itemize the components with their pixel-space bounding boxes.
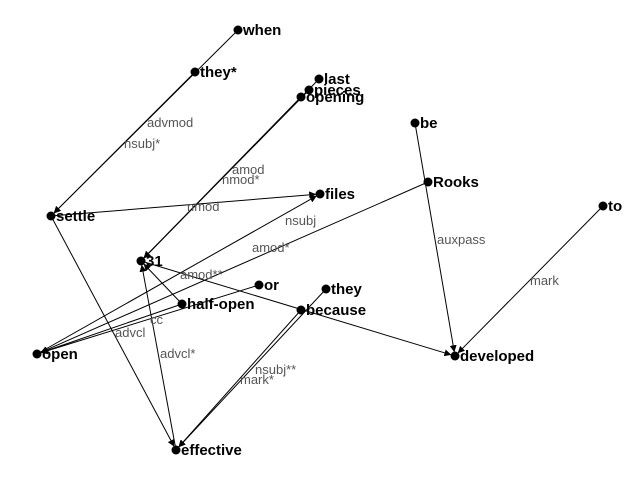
edge-label-be-developed: auxpass xyxy=(437,232,486,247)
node-dot xyxy=(32,349,42,359)
node-label: or xyxy=(264,277,279,294)
node-dot xyxy=(177,299,187,309)
node-dot xyxy=(296,305,306,315)
node-last: last xyxy=(314,71,350,88)
node-label: settle xyxy=(56,208,95,225)
edge-label-when-settle: advmod xyxy=(147,115,193,130)
edge-label-to-developed: mark xyxy=(530,273,559,288)
node-dot xyxy=(136,256,146,266)
edge-halfopen-open xyxy=(40,303,183,354)
node-settle: settle xyxy=(46,208,95,225)
edge-open-files xyxy=(36,195,317,355)
node-files: files xyxy=(315,186,355,203)
node-half-open: half-open xyxy=(177,296,255,313)
node-label: open xyxy=(42,346,78,363)
edge-to-developed xyxy=(457,205,604,354)
edge-settle-effective xyxy=(50,215,175,447)
node-dot xyxy=(450,351,460,361)
node-opening: opening xyxy=(296,89,364,106)
node-dot xyxy=(598,201,608,211)
edge-label-settle-files: nmod xyxy=(187,199,220,214)
node-label: they xyxy=(331,281,363,298)
node-dot xyxy=(233,25,243,35)
node-they-star: they* xyxy=(190,64,237,81)
node-rooks: Rooks xyxy=(423,174,479,191)
edge-last-n31 xyxy=(143,78,320,259)
edge-n31-developed xyxy=(140,260,452,357)
edge-label-rooks-open: nsubj xyxy=(285,213,316,228)
node-effective: effective xyxy=(171,442,242,459)
node-dot xyxy=(315,189,325,199)
node-dot xyxy=(410,118,420,128)
node-dot xyxy=(171,445,181,455)
edge-label-halfopen-n31: amod** xyxy=(180,267,223,282)
edge-effective-n31 xyxy=(139,264,177,451)
node-dot xyxy=(314,74,324,84)
node-label: be xyxy=(420,115,438,132)
edge-theystar-settle xyxy=(53,71,196,214)
node-pieces: pieces xyxy=(304,82,361,99)
edge-they-effective xyxy=(178,288,327,448)
edge-label-pieces-n31: nmod* xyxy=(222,172,260,187)
node-label: last xyxy=(324,71,350,88)
node-label: because xyxy=(306,302,366,319)
edge-label-or-open: cc xyxy=(150,312,164,327)
node-label: to xyxy=(608,198,622,215)
edge-or-open xyxy=(40,284,260,355)
edge-label-opening-n31: amod xyxy=(232,162,265,177)
node-dot xyxy=(321,284,331,294)
node-open: open xyxy=(32,346,78,363)
node-label: opening xyxy=(306,89,364,106)
node-label: Rooks xyxy=(433,174,479,191)
node-dot xyxy=(423,177,433,187)
node-label: files xyxy=(325,186,355,203)
node-label: half-open xyxy=(187,296,255,313)
edge-label-open-files: amod* xyxy=(252,240,290,255)
node-developed: developed xyxy=(450,348,534,365)
edge-label-halfopen-open: advcl xyxy=(115,325,145,340)
node-when: when xyxy=(233,22,281,39)
node-be: be xyxy=(410,115,438,132)
node-they: they xyxy=(321,281,363,298)
node-label: pieces xyxy=(314,82,361,99)
node-dot xyxy=(296,92,306,102)
node-label: they* xyxy=(200,64,237,81)
edge-be-developed xyxy=(414,122,457,353)
node-to: to xyxy=(598,198,622,215)
node-label: developed xyxy=(460,348,534,365)
edge-rooks-open xyxy=(40,181,429,353)
node-label: effective xyxy=(181,442,242,459)
edge-settle-files xyxy=(50,191,317,217)
node-dot xyxy=(46,211,56,221)
node-because: because xyxy=(296,302,366,319)
node-label: when xyxy=(242,22,281,39)
node-n31: 31 xyxy=(136,253,163,270)
edge-label-theystar-settle: nsubj* xyxy=(124,136,160,151)
node-or: or xyxy=(254,277,279,294)
node-dot xyxy=(304,85,314,95)
node-dot xyxy=(190,67,200,77)
edge-label-they-effective: nsubj** xyxy=(255,362,296,377)
edge-label-because-effective: mark* xyxy=(240,372,274,387)
edge-halfopen-n31 xyxy=(143,263,183,305)
node-dot xyxy=(254,280,264,290)
node-label: 31 xyxy=(146,253,163,270)
edge-label-effective-n31: advcl* xyxy=(160,346,195,361)
edge-because-effective xyxy=(178,309,302,448)
